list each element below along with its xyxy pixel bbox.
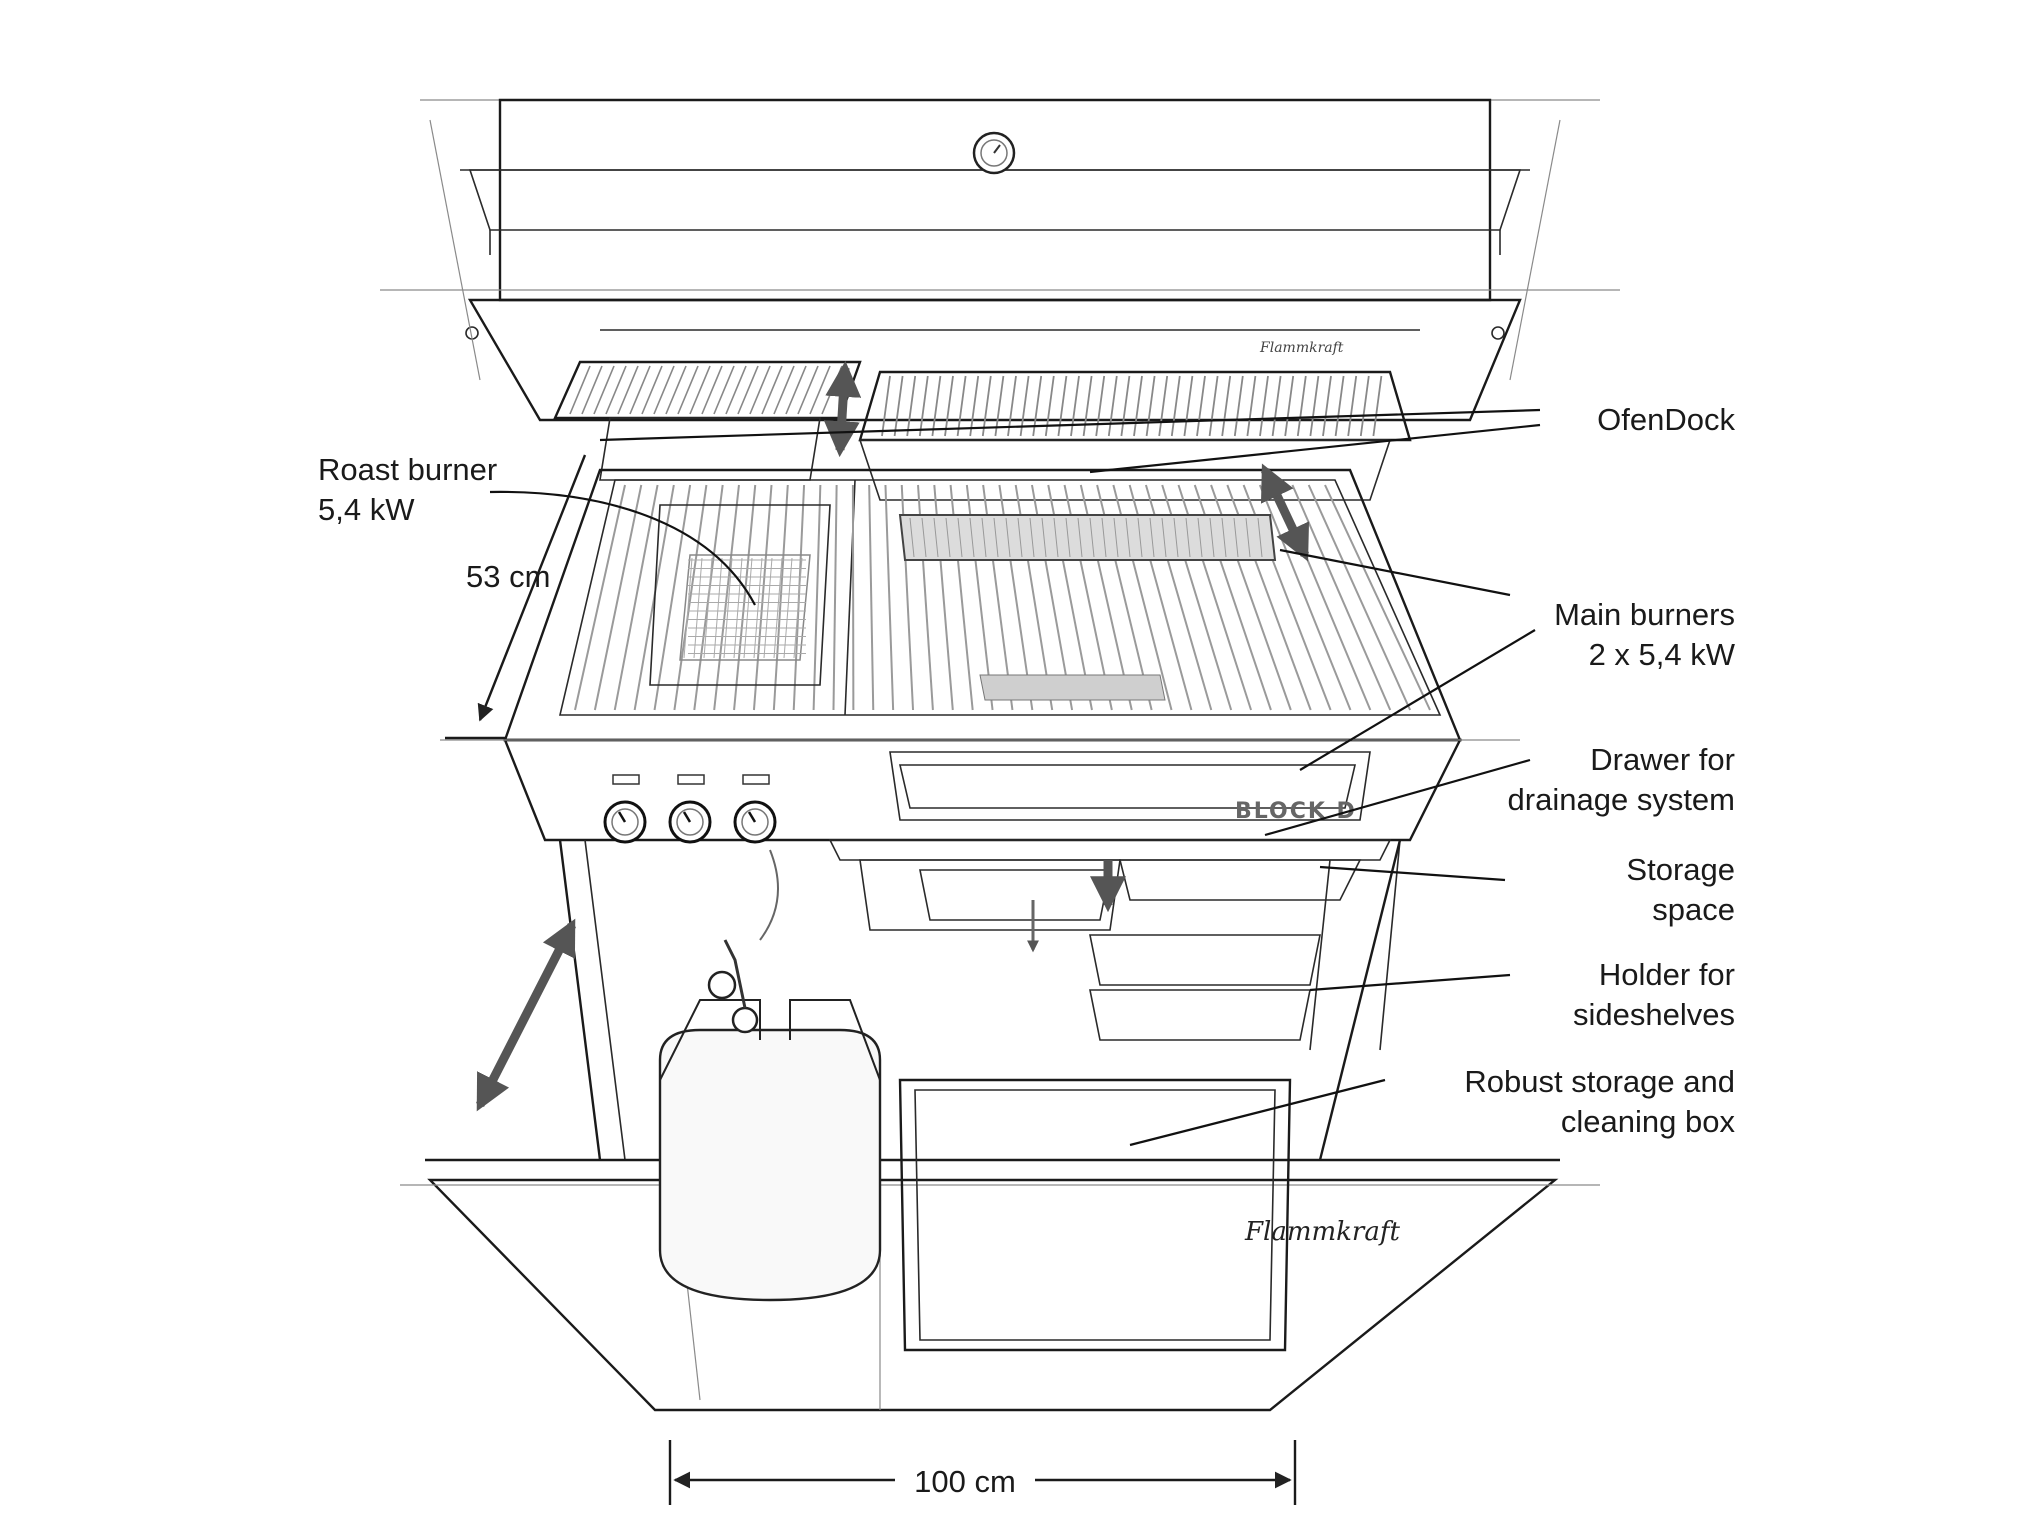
- label-roast-burner-1: Roast burner: [318, 452, 497, 487]
- thermometer-icon: [972, 131, 1016, 175]
- model-badge: BLOCK D: [1235, 799, 1357, 824]
- label-main-burners-2: 2 x 5,4 kW: [1589, 637, 1736, 672]
- control-knob-icon[interactable]: [668, 774, 712, 844]
- label-box-2: cleaning box: [1561, 1104, 1736, 1139]
- label-storage-1: Storage: [1626, 852, 1735, 887]
- grill-lid: Flammkraft: [380, 98, 1620, 422]
- control-knob-icon[interactable]: [733, 774, 777, 844]
- control-panel: BLOCK D: [440, 738, 1520, 844]
- cabinet-frame: Flammkraft: [400, 839, 1600, 1412]
- label-drawer-1: Drawer for: [1590, 742, 1735, 777]
- ofendock-racks: [553, 360, 1412, 501]
- label-holder-2: sideshelves: [1573, 997, 1735, 1032]
- depth-arrow: [477, 454, 587, 722]
- double-arrow-icon: [475, 360, 1310, 1112]
- cooking-surface: [503, 468, 1462, 742]
- label-width: 100 cm: [914, 1464, 1016, 1499]
- label-holder-1: Holder for: [1599, 957, 1735, 992]
- storage-area: [828, 839, 1401, 1051]
- cabinet-logo: Flammkraft: [1244, 1217, 1400, 1247]
- control-knob-icon[interactable]: [603, 774, 647, 844]
- label-drawer-2: drainage system: [1508, 782, 1735, 817]
- lid-logo: Flammkraft: [1259, 340, 1344, 356]
- label-depth: 53 cm: [466, 559, 550, 594]
- gas-bottle-icon: [658, 849, 882, 1302]
- label-roast-burner-2: 5,4 kW: [318, 492, 415, 527]
- label-box-1: Robust storage and: [1464, 1064, 1735, 1099]
- annotations: OfenDock Roast burner 5,4 kW 53 cm Main …: [318, 402, 1736, 1499]
- roast-burner: [679, 554, 811, 661]
- leader-lines: [489, 408, 1541, 1147]
- label-ofendock: OfenDock: [1597, 402, 1735, 437]
- label-storage-2: space: [1652, 892, 1735, 927]
- label-main-burners-1: Main burners: [1554, 597, 1735, 632]
